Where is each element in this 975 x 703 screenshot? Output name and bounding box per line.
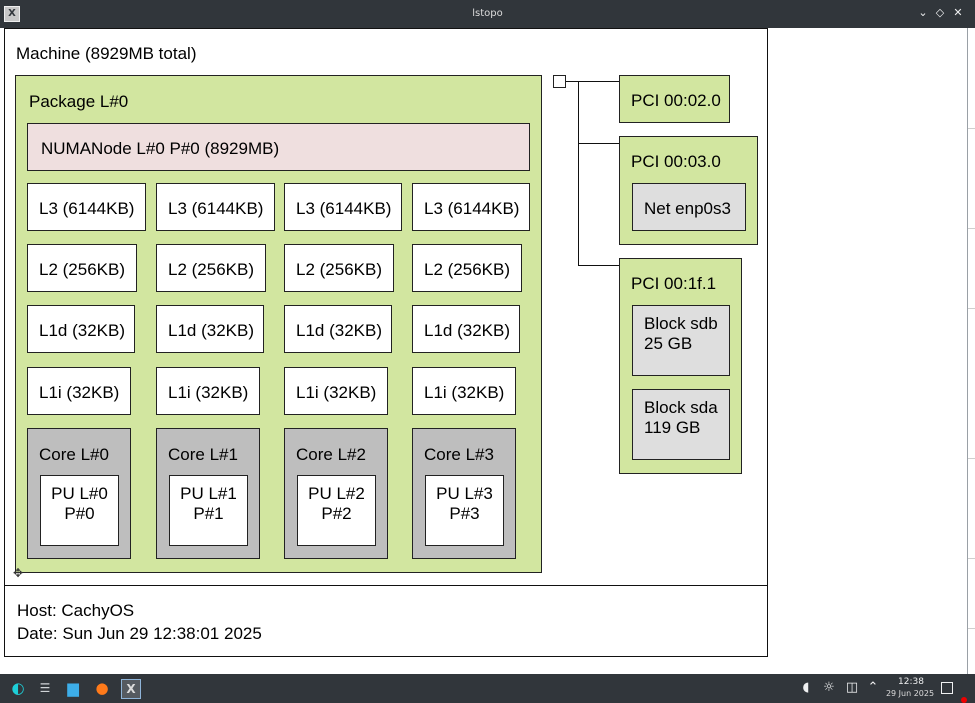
l2-cache-label: L2 (256KB) — [168, 260, 254, 279]
l3-cache-label: L3 (6144KB) — [424, 199, 520, 218]
app-launcher-icon[interactable]: ◐ — [11, 679, 25, 697]
l1i-cache-box: L1i (32KB) — [156, 367, 260, 415]
l1d-cache-box: L1d (32KB) — [156, 305, 264, 353]
l2-cache-box: L2 (256KB) — [156, 244, 266, 292]
network-device-label: Net enp0s3 — [644, 199, 731, 218]
lstopo-app-icon[interactable]: X — [4, 6, 20, 22]
package-label: Package L#0 — [29, 92, 129, 111]
notification-dot — [961, 697, 967, 703]
volume-icon[interactable]: ◖ — [802, 680, 810, 695]
pci-device-label: PCI 00:02.0 — [631, 91, 721, 110]
l2-cache-label: L2 (256KB) — [296, 260, 382, 279]
network-icon[interactable]: ◫ — [845, 680, 859, 695]
brightness-icon[interactable]: ☼ — [823, 680, 835, 695]
minimize-button[interactable]: ⌄ — [918, 6, 928, 19]
numa-node-label: NUMANode L#0 P#0 (8929MB) — [41, 139, 280, 158]
close-button[interactable]: ✕ — [953, 6, 963, 19]
l1i-cache-label: L1i (32KB) — [424, 383, 505, 402]
pci-device-box: PCI 00:03.0 Net enp0s3 — [619, 136, 758, 245]
l3-cache-box: L3 (6144KB) — [412, 183, 530, 231]
l1d-cache-label: L1d (32KB) — [424, 321, 510, 340]
window-titlebar[interactable]: X lstopo ⌄ ◇ ✕ — [0, 0, 975, 28]
machine-box: Machine (8929MB total) Package L#0 NUMAN… — [4, 28, 768, 657]
bus-wire — [578, 265, 619, 266]
l2-cache-label: L2 (256KB) — [424, 260, 510, 279]
pci-device-label: PCI 00:03.0 — [631, 152, 721, 171]
l3-cache-box: L3 (6144KB) — [27, 183, 146, 231]
core-label: Core L#3 — [424, 445, 494, 464]
l1d-cache-box: L1d (32KB) — [27, 305, 135, 353]
l3-cache-box: L3 (6144KB) — [156, 183, 275, 231]
host-bridge-box — [553, 75, 566, 88]
firefox-icon[interactable]: ● — [95, 679, 109, 697]
date-text: Date: Sun Jun 29 12:38:01 2025 — [17, 624, 262, 643]
l1i-cache-label: L1i (32KB) — [296, 383, 377, 402]
pci-device-label: PCI 00:1f.1 — [631, 274, 717, 293]
clock-time[interactable]: 12:38 — [898, 677, 924, 687]
lstopo-canvas: Machine (8929MB total) Package L#0 NUMAN… — [2, 28, 967, 674]
l3-cache-label: L3 (6144KB) — [168, 199, 264, 218]
core-label: Core L#0 — [39, 445, 109, 464]
l1i-cache-box: L1i (32KB) — [412, 367, 516, 415]
bus-wire — [578, 81, 579, 266]
l1i-cache-box: L1i (32KB) — [27, 367, 131, 415]
l1d-cache-label: L1d (32KB) — [39, 321, 125, 340]
bus-wire — [566, 81, 619, 82]
l3-cache-label: L3 (6144KB) — [296, 199, 392, 218]
legend-divider — [5, 585, 767, 586]
maximize-button[interactable]: ◇ — [935, 6, 945, 19]
l2-cache-box: L2 (256KB) — [27, 244, 137, 292]
file-manager-icon[interactable]: ▆ — [67, 679, 79, 697]
core-label: Core L#2 — [296, 445, 366, 464]
l2-cache-box: L2 (256KB) — [284, 244, 394, 292]
l1i-cache-box: L1i (32KB) — [284, 367, 388, 415]
l1d-cache-label: L1d (32KB) — [168, 321, 254, 340]
pager-icon[interactable]: ☰ — [39, 681, 51, 695]
move-cursor-icon: ✥ — [13, 566, 24, 580]
l1d-cache-label: L1d (32KB) — [296, 321, 382, 340]
clock-date[interactable]: 29 Jun 2025 — [885, 689, 935, 698]
l3-cache-label: L3 (6144KB) — [39, 199, 135, 218]
window-title: lstopo — [472, 8, 503, 19]
l3-cache-box: L3 (6144KB) — [284, 183, 402, 231]
l1i-cache-label: L1i (32KB) — [168, 383, 249, 402]
l2-cache-box: L2 (256KB) — [412, 244, 522, 292]
l2-cache-label: L2 (256KB) — [39, 260, 125, 279]
machine-label: Machine (8929MB total) — [16, 44, 197, 63]
tray-expand-icon[interactable]: ⌃ — [867, 680, 879, 695]
background-window-edge — [967, 28, 975, 674]
pci-device-box: PCI 00:02.0 — [619, 75, 730, 123]
package-box: Package L#0 NUMANode L#0 P#0 (8929MB) L3… — [15, 75, 542, 573]
network-device-box: Net enp0s3 — [632, 183, 746, 231]
taskbar: ◐ ☰ ▆ ● X ◖ ☼ ◫ ⌃ 12:38 29 Jun 2025 — [0, 674, 975, 703]
l1i-cache-label: L1i (32KB) — [39, 383, 120, 402]
l1d-cache-box: L1d (32KB) — [284, 305, 392, 353]
lstopo-icon[interactable]: X — [121, 679, 141, 699]
host-text: Host: CachyOS — [17, 601, 135, 620]
core-label: Core L#1 — [168, 445, 238, 464]
bus-wire — [578, 143, 619, 144]
show-desktop-button[interactable] — [941, 682, 953, 694]
numa-node-box: NUMANode L#0 P#0 (8929MB) — [27, 123, 530, 171]
l1d-cache-box: L1d (32KB) — [412, 305, 520, 353]
